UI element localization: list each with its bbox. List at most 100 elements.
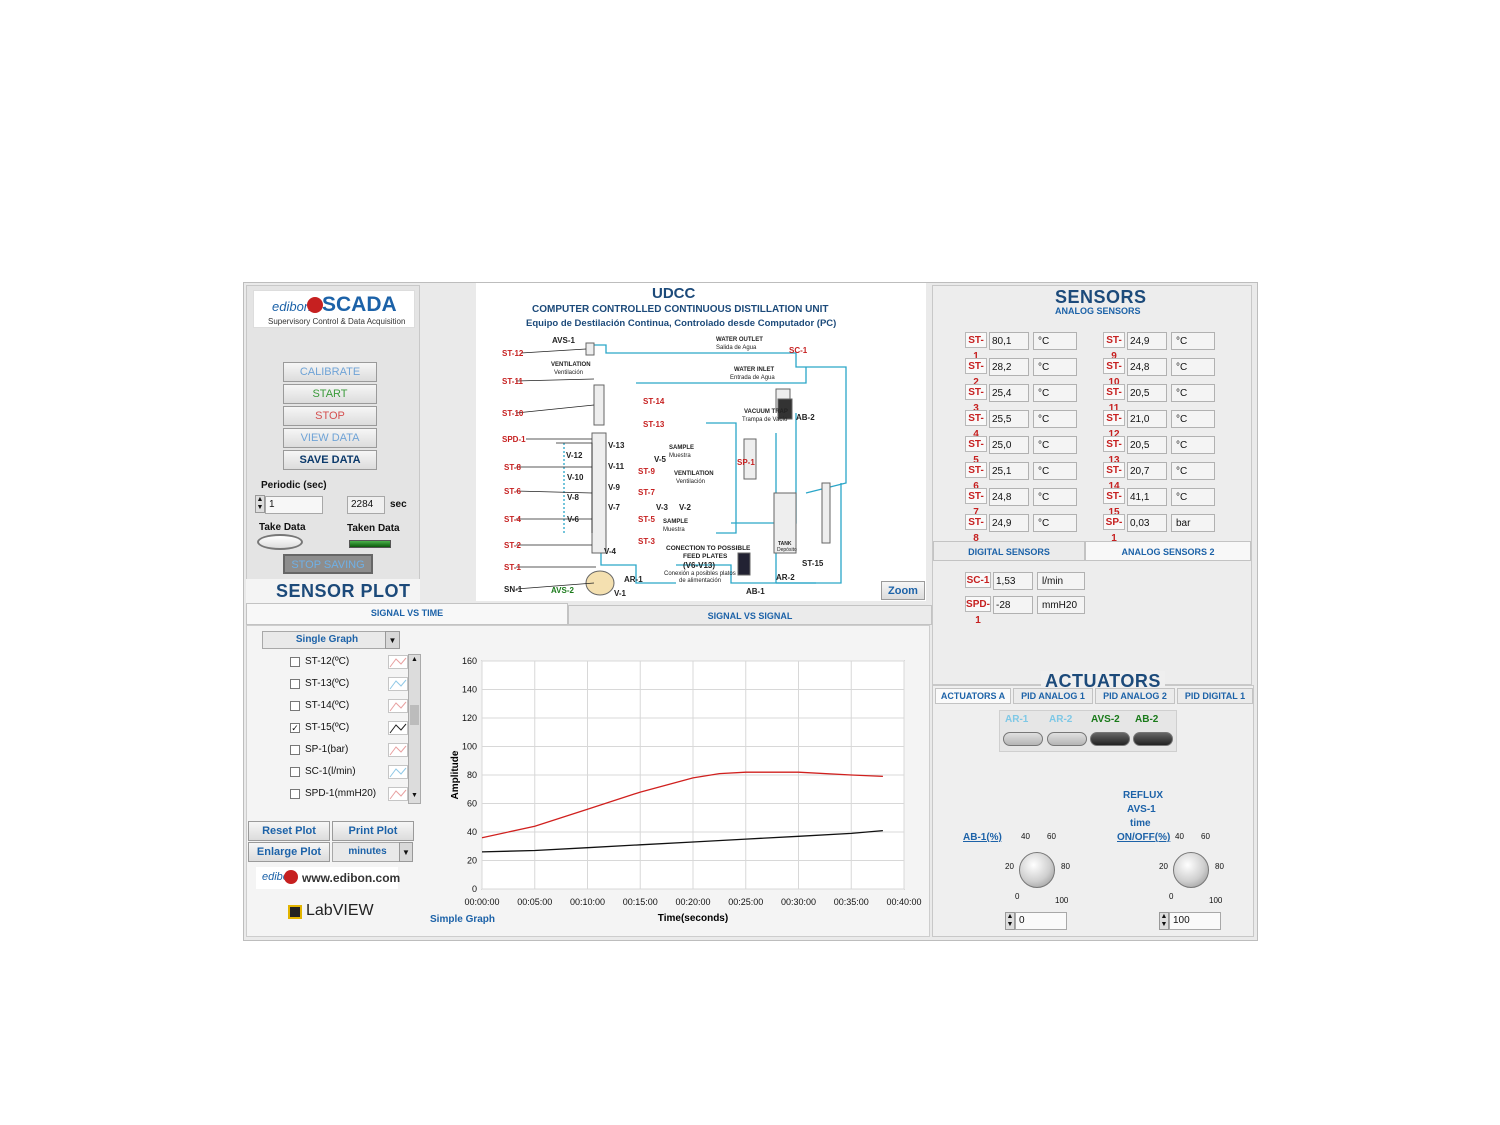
scroll-thumb[interactable] xyxy=(410,705,419,725)
sensor-plot-title: SENSOR PLOT xyxy=(276,581,411,601)
diagram-label: V-8 xyxy=(567,493,580,502)
save-data-button[interactable]: SAVE DATA xyxy=(283,450,377,470)
sensor-value: 25,4 xyxy=(989,384,1029,402)
reflux-knob[interactable] xyxy=(1173,852,1209,888)
channel-style-icon[interactable] xyxy=(388,699,408,713)
channel-scrollbar[interactable]: ▲ ▼ xyxy=(408,654,421,804)
diagram-label: VENTILATION xyxy=(551,362,591,368)
sensor-unit: °C xyxy=(1033,410,1077,428)
take-data-label: Take Data xyxy=(259,522,306,533)
calibrate-button[interactable]: CALIBRATE xyxy=(283,362,377,382)
tab-pid-digital-1[interactable]: PID DIGITAL 1 xyxy=(1177,688,1253,704)
channel-checkbox[interactable] xyxy=(290,679,300,689)
tab-pid-analog-2[interactable]: PID ANALOG 2 xyxy=(1095,688,1175,704)
sensor-id: ST-9 xyxy=(1103,332,1125,362)
tab-signal-vs-time[interactable]: SIGNAL VS TIME xyxy=(246,603,568,625)
diagram-label: ST-10 xyxy=(502,409,524,418)
labview-icon xyxy=(288,905,302,919)
sensor-unit: °C xyxy=(1033,514,1077,532)
ab1-value[interactable]: 0 xyxy=(1015,912,1067,930)
channel-label: ST-12(ºC) xyxy=(305,656,350,667)
enlarge-plot-button[interactable]: Enlarge Plot xyxy=(248,842,330,862)
channel-style-icon[interactable] xyxy=(388,655,408,669)
sensor-id: ST-1 xyxy=(965,332,987,362)
knob-tick: 100 xyxy=(1055,896,1069,905)
chevron-down-icon[interactable]: ▼ xyxy=(385,631,400,649)
brand-dot-icon xyxy=(307,297,323,313)
diagram-label: ST-2 xyxy=(504,541,521,550)
diagram-piping xyxy=(515,342,847,596)
sensor-id: ST-10 xyxy=(1103,358,1125,388)
sensor-id: ST-7 xyxy=(965,488,987,518)
diagram-label: Entrada de Agua xyxy=(730,375,775,381)
diagram-label: ST-11 xyxy=(502,377,523,386)
zoom-button[interactable]: Zoom xyxy=(881,581,925,600)
stop-saving-button[interactable]: STOP SAVING xyxy=(283,554,373,574)
reflux-spinner[interactable]: ▲▼ xyxy=(1159,912,1169,930)
print-plot-button[interactable]: Print Plot xyxy=(332,821,414,841)
actuators-panel: ACTUATORS ACTUATORS A PID ANALOG 1 PID A… xyxy=(932,671,1254,937)
tab-pid-analog-1[interactable]: PID ANALOG 1 xyxy=(1013,688,1093,704)
ab1-spinner[interactable]: ▲▼ xyxy=(1005,912,1015,930)
ar1-toggle[interactable] xyxy=(1003,732,1043,746)
labview-text: LabVIEW xyxy=(306,902,374,919)
channel-checkbox[interactable] xyxy=(290,701,300,711)
diagram-label: ST-13 xyxy=(643,420,665,429)
diagram-label: TANK xyxy=(778,541,792,547)
x-tick-label: 00:00:00 xyxy=(464,897,499,907)
tab-analog-sensors-2[interactable]: ANALOG SENSORS 2 xyxy=(1085,541,1251,561)
sensor-value: 24,8 xyxy=(1127,358,1167,376)
avs2-toggle[interactable] xyxy=(1090,732,1130,746)
channel-style-icon[interactable] xyxy=(388,765,408,779)
digital-sensor-unit: mmH20 xyxy=(1037,596,1085,614)
scroll-down-icon[interactable]: ▼ xyxy=(411,792,418,799)
take-data-toggle[interactable] xyxy=(257,534,303,550)
tab-digital-sensors[interactable]: DIGITAL SENSORS xyxy=(933,541,1085,561)
diagram-label: V-2 xyxy=(679,503,692,512)
chevron-down-icon[interactable]: ▼ xyxy=(399,842,413,862)
stop-button[interactable]: STOP xyxy=(283,406,377,426)
sensor-unit: °C xyxy=(1171,436,1215,454)
sensor-unit: °C xyxy=(1171,488,1215,506)
scroll-up-icon[interactable]: ▲ xyxy=(411,656,418,663)
ab1-knob[interactable] xyxy=(1019,852,1055,888)
diagram-code: UDCC xyxy=(652,285,696,302)
tab-actuators-a[interactable]: ACTUATORS A xyxy=(935,688,1011,704)
diagram-label: FEED PLATES xyxy=(683,553,728,560)
start-button[interactable]: START xyxy=(283,384,377,404)
diagram-label: ST-8 xyxy=(504,463,521,472)
diagram-label: ST-9 xyxy=(638,467,655,476)
channel-checkbox[interactable] xyxy=(290,745,300,755)
diagram-label: ST-15 xyxy=(802,559,824,568)
channel-checkbox[interactable]: ✓ xyxy=(290,723,300,733)
channel-style-icon[interactable] xyxy=(388,721,408,735)
channel-checkbox[interactable] xyxy=(290,767,300,777)
diagram-label: AB-2 xyxy=(796,413,815,422)
periodic-input[interactable]: 1 xyxy=(265,496,323,514)
channel-checkbox[interactable] xyxy=(290,657,300,667)
knob-tick: 80 xyxy=(1061,862,1070,871)
ab2-toggle[interactable] xyxy=(1133,732,1173,746)
periodic-spinner[interactable]: ▲▼ xyxy=(255,495,265,513)
channel-style-icon[interactable] xyxy=(388,743,408,757)
ar2-toggle[interactable] xyxy=(1047,732,1087,746)
y-tick-label: 140 xyxy=(462,685,477,695)
diagram-label: ST-3 xyxy=(638,537,655,546)
website-link[interactable]: www.edibon.com xyxy=(302,871,401,885)
diagram-label: ST-14 xyxy=(643,397,665,406)
sensor-value: 25,5 xyxy=(989,410,1029,428)
app-title: SCADA xyxy=(322,293,397,316)
channel-style-icon[interactable] xyxy=(388,677,408,691)
knob-tick: 0 xyxy=(1169,892,1174,901)
reflux-value[interactable]: 100 xyxy=(1169,912,1221,930)
graph-mode-select[interactable]: Single Graph xyxy=(262,631,392,649)
sensors-title: SENSORS xyxy=(1055,287,1147,307)
x-tick-label: 00:20:00 xyxy=(675,897,710,907)
view-data-button[interactable]: VIEW DATA xyxy=(283,428,377,448)
time-units-select[interactable]: minutes xyxy=(332,842,400,862)
reset-plot-button[interactable]: Reset Plot xyxy=(248,821,330,841)
channel-style-icon[interactable] xyxy=(388,787,408,801)
tab-signal-vs-signal[interactable]: SIGNAL VS SIGNAL xyxy=(568,605,932,625)
channel-checkbox[interactable] xyxy=(290,789,300,799)
sensor-value: 0,03 xyxy=(1127,514,1167,532)
